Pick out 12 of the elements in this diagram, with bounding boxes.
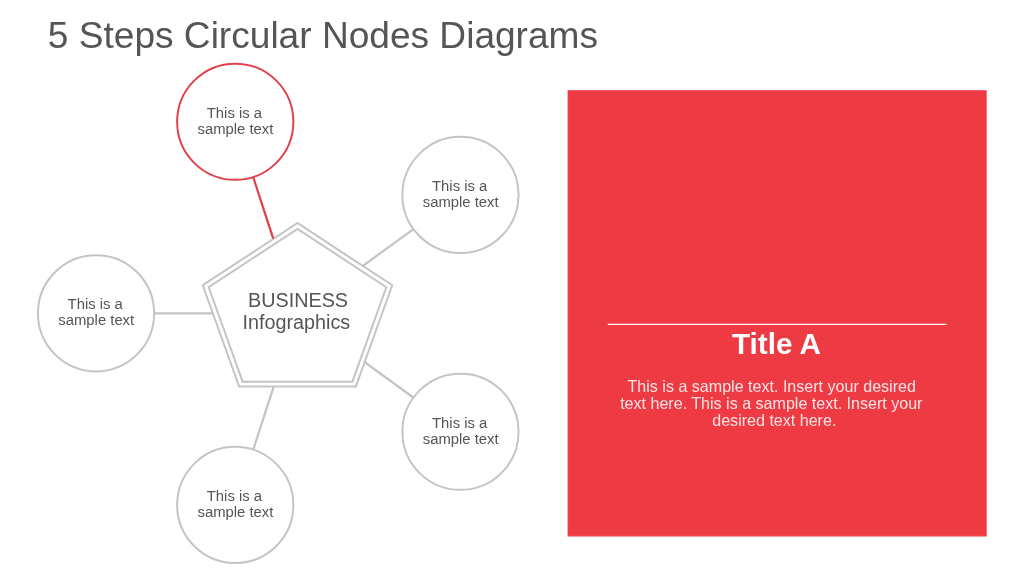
node-circle: This is a sample text: [176, 445, 295, 565]
diagram-title: 5 Steps Circular Nodes Diagrams: [47, 13, 599, 56]
node-circle: This is a sample text: [401, 372, 520, 491]
node-box: Title A This is a sample text. Insert your desired text here. This is a sample text. Insert your desired text here.: [567, 90, 987, 537]
connector: [252, 177, 275, 240]
connector: [362, 228, 414, 267]
node-circle: This is a sample text: [176, 62, 295, 181]
connector: [252, 386, 275, 450]
node-circle: This is a sample text: [401, 135, 520, 254]
node-circle: This is a sample text: [36, 254, 156, 373]
connector: [364, 361, 414, 399]
connector: [154, 312, 213, 315]
